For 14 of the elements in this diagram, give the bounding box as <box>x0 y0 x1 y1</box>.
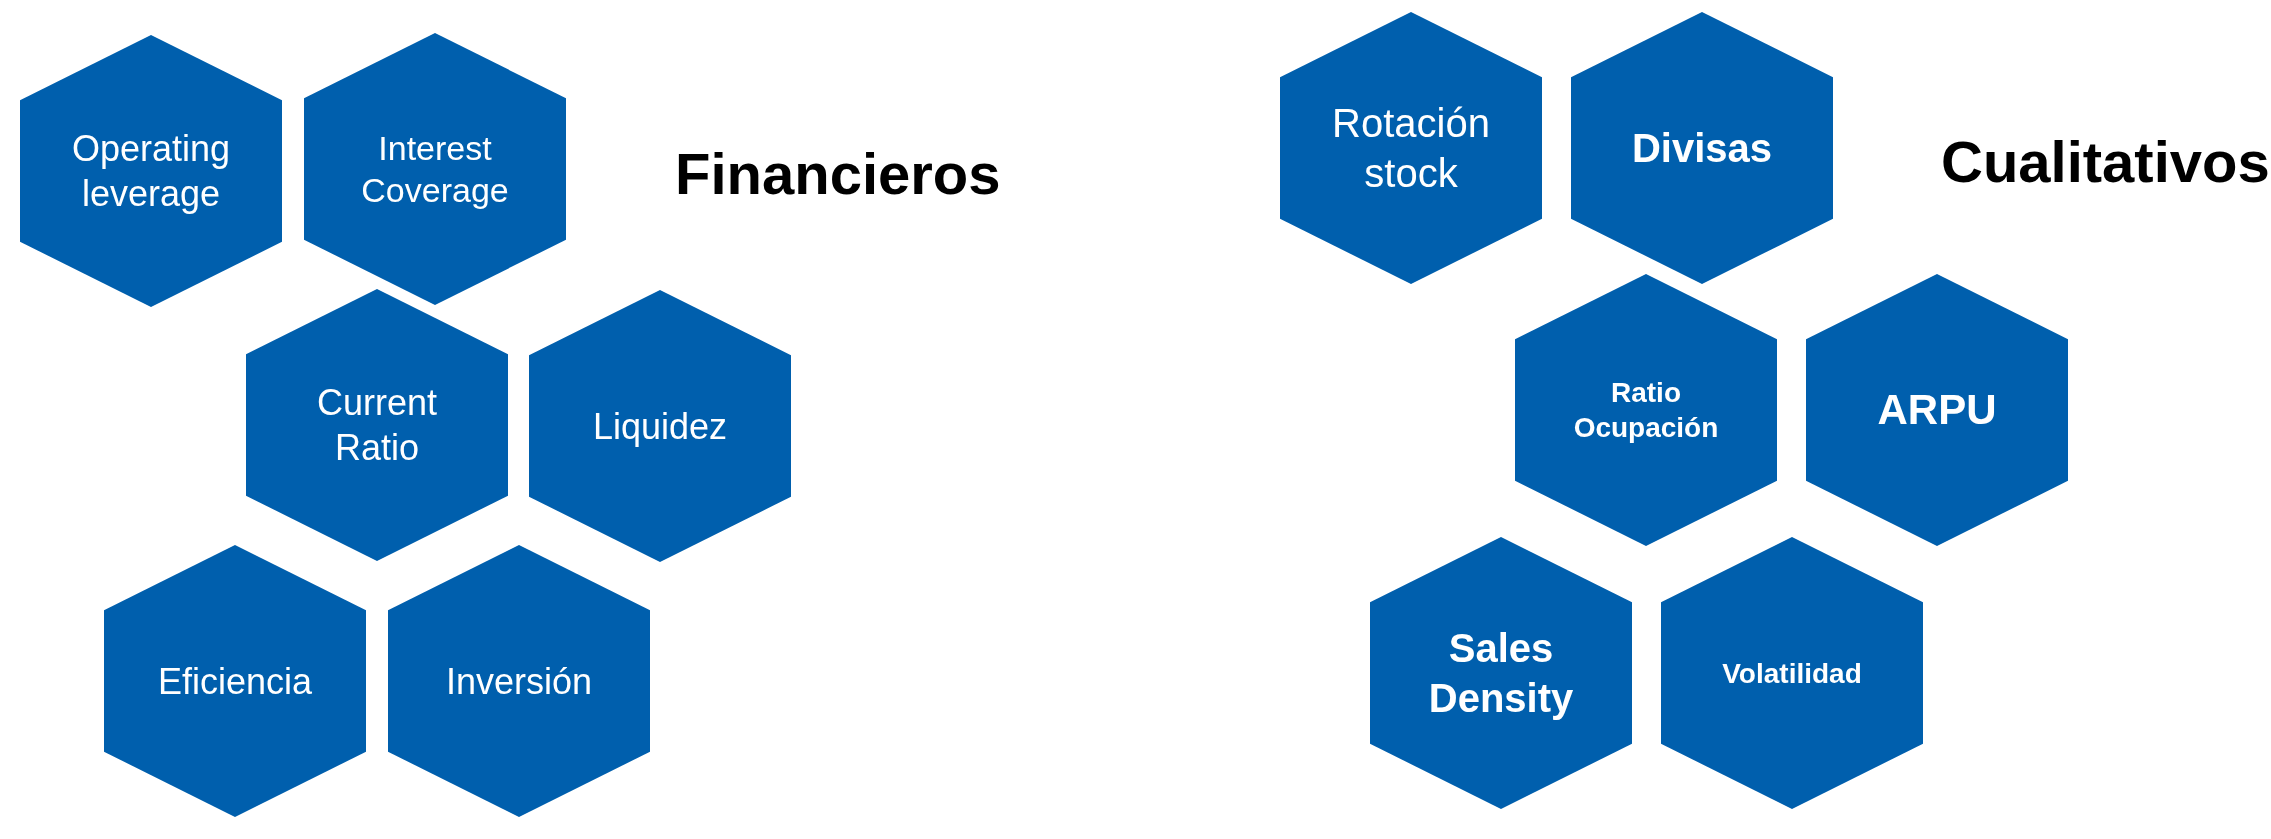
hexagon-label: Liquidez <box>591 404 729 449</box>
hexagon-label: Divisas <box>1630 125 1774 172</box>
hexagon-label: Rotación stock <box>1331 100 1491 197</box>
heading: Cualitativos <box>1941 128 2270 195</box>
hexagon-label: ARPU <box>1876 384 1998 435</box>
hexagon-label: Sales Density <box>1427 625 1575 722</box>
hexagon-label: Volatilidad <box>1721 656 1863 691</box>
hexagon-label: Ratio Ocupación <box>1572 376 1720 445</box>
hexagon-label: Eficiencia <box>156 659 314 704</box>
heading: Financieros <box>675 140 1001 207</box>
hexagon-label: Operating leverage <box>70 127 232 216</box>
hexagon-label: Inversión <box>444 659 594 704</box>
hexagon-label: Interest Coverage <box>360 127 510 211</box>
hexagon-label: Current Ratio <box>315 381 438 470</box>
